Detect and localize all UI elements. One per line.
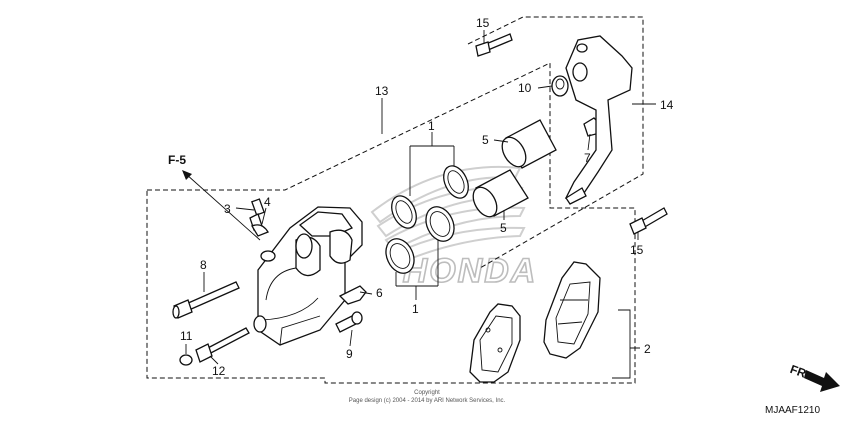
callout-8: 8 bbox=[200, 258, 207, 272]
pin-bolt bbox=[172, 281, 240, 319]
callout-13: 13 bbox=[375, 84, 389, 98]
callout-14: 14 bbox=[660, 98, 674, 112]
brake-pads bbox=[469, 261, 601, 383]
reference-label: F-5 bbox=[168, 153, 186, 167]
piston-seals bbox=[385, 165, 469, 274]
bleeder-valve bbox=[249, 198, 269, 237]
callout-4: 4 bbox=[264, 195, 271, 209]
callout-10: 10 bbox=[518, 81, 532, 95]
pistons bbox=[472, 119, 557, 218]
caliper-assembly-box bbox=[146, 62, 636, 384]
callout-9: 9 bbox=[346, 347, 353, 361]
plug bbox=[179, 354, 193, 366]
mounting-bolt-bottom bbox=[629, 207, 668, 235]
callout-7: 7 bbox=[584, 151, 591, 165]
mounting-bolt-top bbox=[475, 33, 513, 57]
callout-15-bottom: 15 bbox=[630, 243, 644, 257]
direction-label: FR. bbox=[788, 362, 811, 382]
copyright-line-2: Page design (c) 2004 - 2014 by ARI Netwo… bbox=[349, 398, 506, 404]
pin-bolt-b bbox=[335, 311, 363, 333]
leader-lines bbox=[185, 30, 656, 379]
callout-12: 12 bbox=[212, 364, 226, 378]
boot bbox=[551, 75, 569, 97]
callout-1-top: 1 bbox=[428, 119, 435, 133]
pad-spring bbox=[338, 285, 367, 305]
reference-arrow bbox=[182, 170, 261, 241]
pad-pin bbox=[195, 327, 250, 363]
honda-watermark-text: HONDA bbox=[403, 252, 538, 290]
front-direction-arrow bbox=[804, 370, 840, 392]
caliper-bracket bbox=[564, 35, 633, 205]
copyright-line-1: Copyright bbox=[414, 390, 440, 396]
callout-3: 3 bbox=[224, 202, 231, 216]
callout-1-bottom: 1 bbox=[412, 302, 419, 316]
callout-2: 2 bbox=[644, 342, 651, 356]
diagram-code: MJAAF1210 bbox=[765, 405, 820, 416]
callout-11: 11 bbox=[180, 329, 193, 343]
callout-5-bottom: 5 bbox=[500, 221, 507, 235]
callout-6: 6 bbox=[376, 286, 383, 300]
caliper-body bbox=[253, 206, 363, 346]
callout-15-top: 15 bbox=[476, 16, 490, 30]
callout-5-top: 5 bbox=[482, 133, 489, 147]
bracket-assembly-box bbox=[467, 16, 644, 269]
